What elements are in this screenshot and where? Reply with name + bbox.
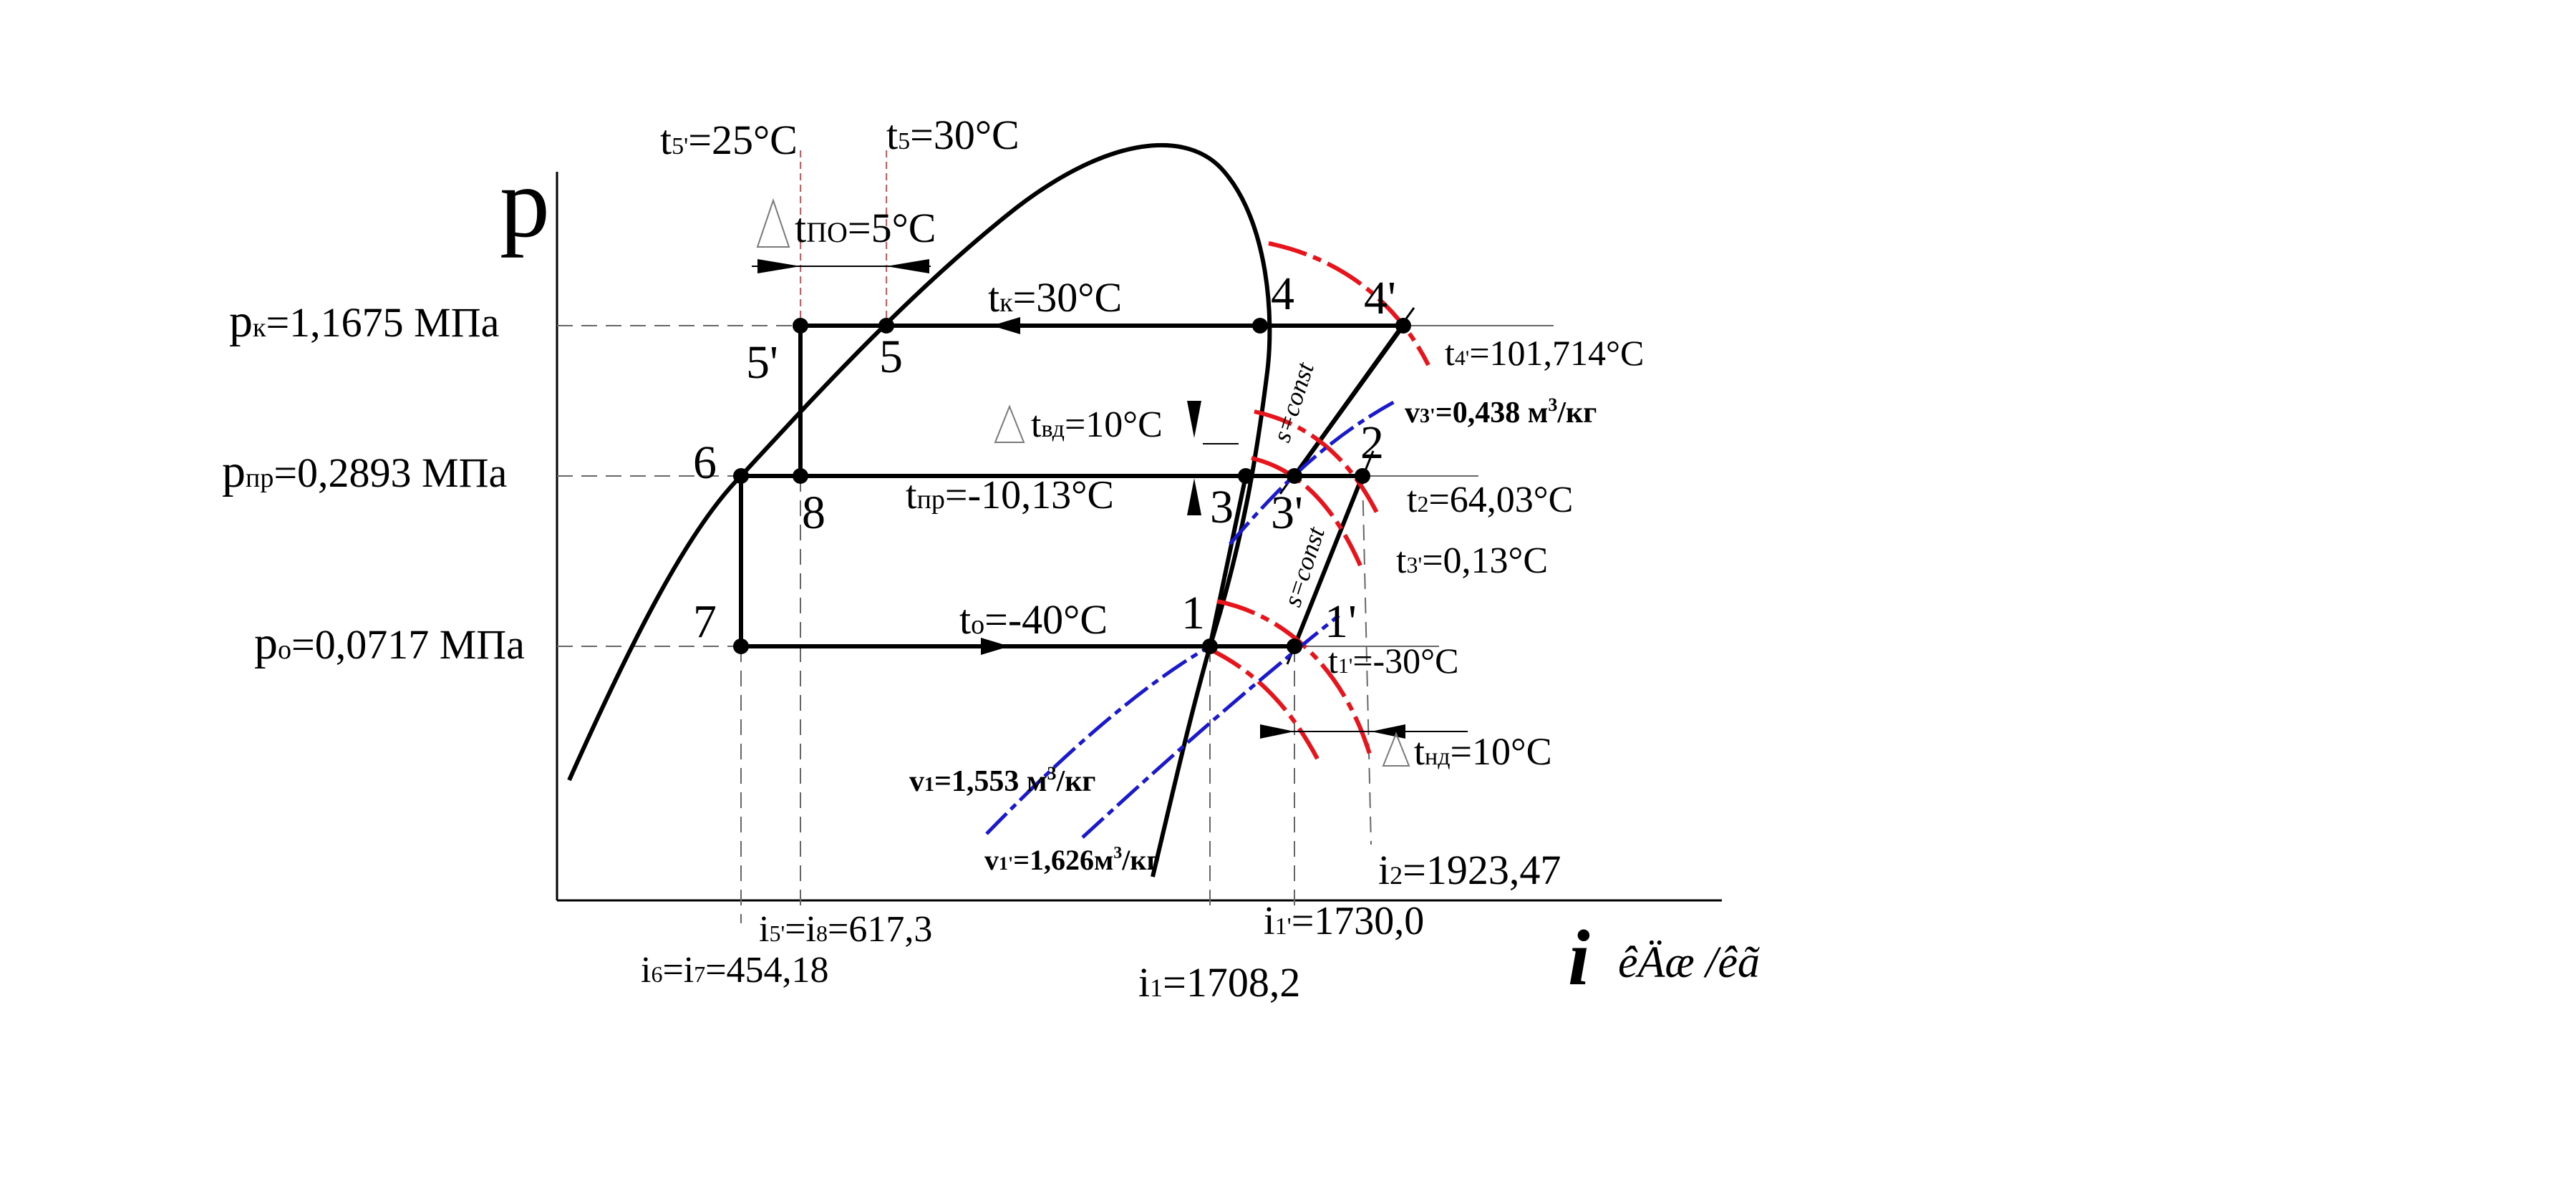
- point-5p: [793, 318, 808, 334]
- point-label-5p: 5': [746, 336, 778, 389]
- v1-label: v1=1,553 м3/кг: [909, 763, 1096, 798]
- dtpo-arrow-left: [757, 259, 800, 273]
- point-label-4: 4: [1271, 268, 1294, 320]
- t2-label: t2=64,03°C: [1407, 480, 1573, 520]
- t3p-label: t3'=0,13°C: [1396, 540, 1548, 581]
- i6-i7-label: i6=i7=454,18: [641, 950, 829, 991]
- tk-label: tк=30°C: [988, 274, 1122, 321]
- delta-icon-nd: [1382, 731, 1410, 767]
- line-3p-4p: [1292, 324, 1405, 477]
- to-label: tо=-40°C: [959, 596, 1108, 643]
- point-label-8: 8: [802, 487, 825, 539]
- point-label-3: 3: [1210, 481, 1234, 533]
- isotherm-3p: [1251, 456, 1362, 567]
- point-8: [793, 468, 808, 484]
- isotherm-4p: [1268, 241, 1430, 366]
- po-label: pо=0,0717 МПа: [254, 617, 525, 669]
- point-1: [1202, 638, 1218, 654]
- dtnd-arrow-right: [1371, 724, 1405, 739]
- delta-icon-po: [756, 198, 790, 248]
- point-4p: [1395, 318, 1411, 334]
- isotherm-1p: [1216, 599, 1373, 759]
- point-4: [1252, 318, 1268, 334]
- arrow-evaporation: [981, 638, 1009, 655]
- t1p-label: t1'=-30°C: [1328, 641, 1459, 681]
- v3-label: v3'=0,438 м3/кг: [1405, 394, 1597, 429]
- t5p-label: t5'=25°C: [660, 117, 798, 163]
- i5-i8-label: i5'=i8=617,3: [759, 909, 932, 950]
- i1-label: i1=1708,2: [1138, 959, 1300, 1006]
- point-5: [878, 318, 894, 334]
- t4p-label: t4'=101,714°C: [1445, 333, 1644, 373]
- isotherm-2: [1254, 409, 1380, 517]
- pk-label: pк=1,1675 МПа: [229, 295, 499, 347]
- dtvd-arrow-up: [1187, 478, 1201, 515]
- delta-icon-vd: [994, 404, 1025, 443]
- dtnd-label: tнд=10°C: [1414, 730, 1552, 773]
- s-const-line-2: [1279, 307, 1415, 495]
- dtvd-arrow-down: [1187, 401, 1201, 438]
- point-7: [733, 638, 749, 654]
- arrow-condensation: [992, 317, 1020, 334]
- point-label-5: 5: [879, 331, 903, 383]
- point-label-7: 7: [693, 596, 717, 648]
- point-1p: [1287, 638, 1302, 654]
- point-label-3p: 3': [1271, 487, 1303, 539]
- x-axis-label: i: [1568, 914, 1590, 1001]
- dtnd-arrow-left: [1260, 724, 1294, 739]
- dtpo-arrow-right: [886, 259, 929, 273]
- i2-guide: [1362, 475, 1372, 845]
- tpr-label: tпр=-10,13°C: [906, 473, 1114, 517]
- s-const-line-1: [1286, 450, 1375, 665]
- x-axis-unit: êÄæ /êã: [1618, 938, 1760, 987]
- ppr-label: pпр=0,2893 МПа: [222, 445, 507, 497]
- i2-label: i2=1923,47: [1378, 847, 1561, 893]
- isochore-v1: [985, 644, 1211, 835]
- point-label-2: 2: [1360, 417, 1384, 469]
- point-2: [1355, 468, 1370, 484]
- i1p-label: i1'=1730,0: [1264, 899, 1424, 943]
- point-6: [733, 468, 749, 484]
- s-const-label-upper: s=const: [1267, 358, 1320, 445]
- point-3: [1238, 468, 1254, 484]
- y-axis-label: p: [500, 147, 550, 258]
- point-label-4p: 4': [1364, 272, 1396, 324]
- point-label-1: 1: [1181, 587, 1205, 639]
- dtpo-label: tПО=5°C: [795, 205, 936, 251]
- dtvd-label: tвд=10°C: [1031, 404, 1163, 445]
- point-label-1p: 1': [1325, 596, 1357, 648]
- point-3p: [1287, 468, 1302, 484]
- isotherm-1: [1205, 646, 1320, 760]
- point-label-6: 6: [693, 437, 717, 489]
- line-1-3: [1208, 475, 1248, 647]
- t5-label: t5=30°C: [886, 112, 1020, 158]
- v1p-label: v1'=1,626м3/кг: [984, 844, 1160, 876]
